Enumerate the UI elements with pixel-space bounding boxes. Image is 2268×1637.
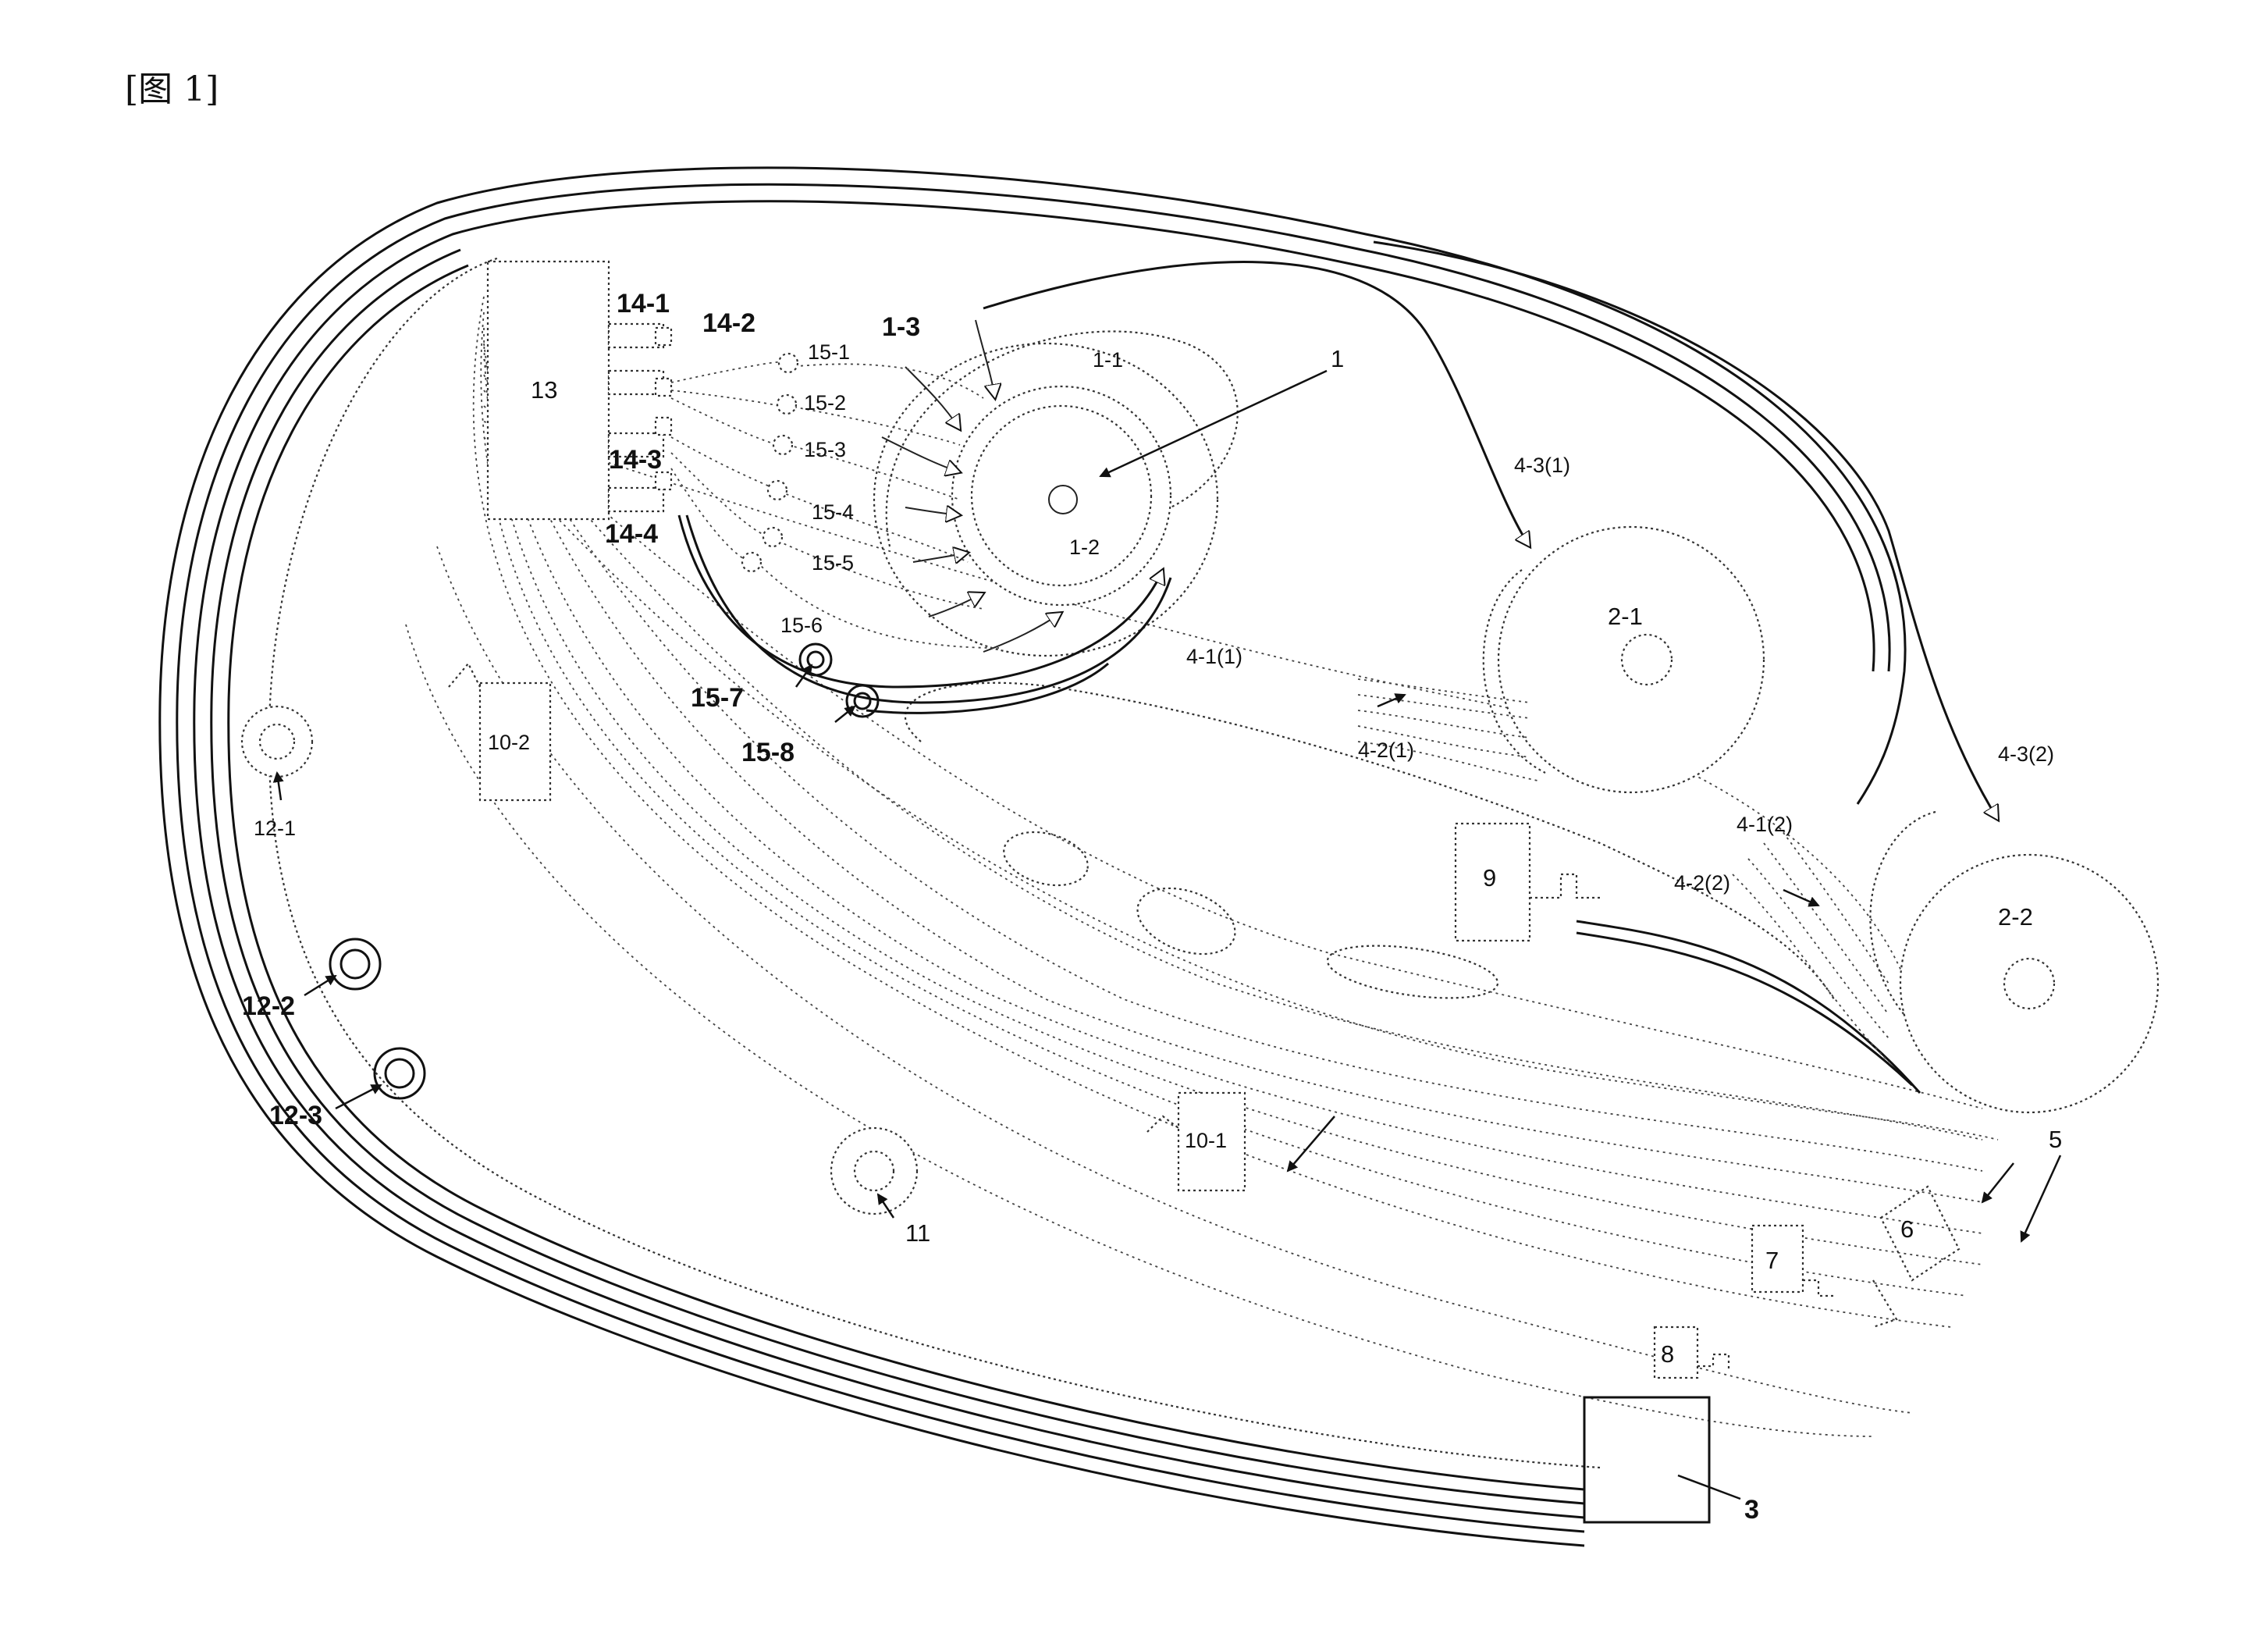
label-4-2-2: 4-2(2) [1674, 871, 1730, 895]
label-1-3: 1-3 [882, 312, 920, 342]
arrow-4-3-1 [983, 261, 1530, 546]
label-8: 8 [1661, 1340, 1674, 1368]
component-9 [1454, 822, 1600, 942]
arrow-4-3-2 [1373, 240, 1998, 820]
label-14-1: 14-1 [617, 289, 670, 319]
label-10-2: 10-2 [488, 731, 530, 754]
label-5: 5 [2049, 1126, 2062, 1153]
component-1 [873, 330, 1239, 657]
label-2-2: 2-2 [1998, 903, 2033, 931]
label-11: 11 [905, 1219, 930, 1247]
leader-arrows [272, 369, 2062, 1500]
label-15-7: 15-7 [691, 683, 744, 713]
label-1-1: 1-1 [1093, 348, 1123, 372]
nodes-15 [741, 352, 880, 718]
label-4-1-1: 4-1(1) [1186, 645, 1242, 668]
component-2-1 [1482, 525, 1765, 794]
label-4-3-2: 4-3(2) [1998, 742, 2054, 766]
label-9: 9 [1483, 864, 1496, 891]
lower-right-path [1576, 920, 1921, 1094]
label-6: 6 [1900, 1215, 1914, 1243]
component-10-2 [448, 662, 552, 802]
component-3 [1583, 1396, 1711, 1524]
label-14-2: 14-2 [702, 308, 755, 338]
component-7 [1751, 1224, 1834, 1297]
label-2-1: 2-1 [1608, 603, 1643, 630]
feed-lines [677, 514, 1172, 714]
label-4-3-1: 4-3(1) [1514, 454, 1570, 477]
label-12-3: 12-3 [269, 1101, 322, 1130]
lower-right-path-2 [1576, 931, 1914, 1087]
label-4-1-2: 4-1(2) [1737, 813, 1793, 836]
component-10-1 [1146, 1091, 1246, 1192]
internal-strands [405, 296, 1999, 1437]
label-13: 13 [531, 376, 557, 404]
label-15-8: 15-8 [741, 738, 795, 767]
component-11 [830, 1126, 919, 1215]
label-15-5: 15-5 [812, 551, 854, 575]
label-3: 3 [1744, 1495, 1759, 1525]
fans [1357, 678, 1889, 1062]
label-1: 1 [1331, 345, 1344, 372]
component-12-3 [373, 1047, 426, 1100]
label-12-2: 12-2 [242, 991, 295, 1021]
component-8 [1653, 1326, 1730, 1379]
component-12-2 [329, 938, 382, 991]
label-7: 7 [1765, 1247, 1779, 1274]
component-12-1 [240, 705, 314, 778]
inner-dotted-boundary [268, 256, 1601, 1469]
reference-labels: 1 1-1 1-2 1-3 2-1 2-2 3 4-1(1) 4-1(2) 4-… [242, 289, 2062, 1525]
component-2-2 [1869, 810, 2160, 1114]
branch-strands [670, 361, 1000, 649]
label-15-6: 15-6 [780, 614, 823, 637]
figure-caption: [图 1] [125, 69, 219, 109]
label-4-2-1: 4-2(1) [1358, 738, 1414, 762]
component-6 [1872, 1185, 1961, 1329]
component-13 [486, 260, 673, 521]
label-10-1: 10-1 [1185, 1129, 1227, 1152]
label-14-4: 14-4 [605, 519, 658, 549]
central-loops [904, 681, 1835, 1000]
label-15-1: 15-1 [808, 340, 850, 364]
label-15-3: 15-3 [804, 438, 846, 461]
label-12-1: 12-1 [254, 817, 296, 840]
label-15-4: 15-4 [812, 500, 854, 524]
label-1-2: 1-2 [1069, 536, 1100, 559]
outer-boundary [158, 166, 1907, 1547]
label-14-3: 14-3 [609, 445, 662, 475]
label-15-2: 15-2 [804, 391, 846, 415]
